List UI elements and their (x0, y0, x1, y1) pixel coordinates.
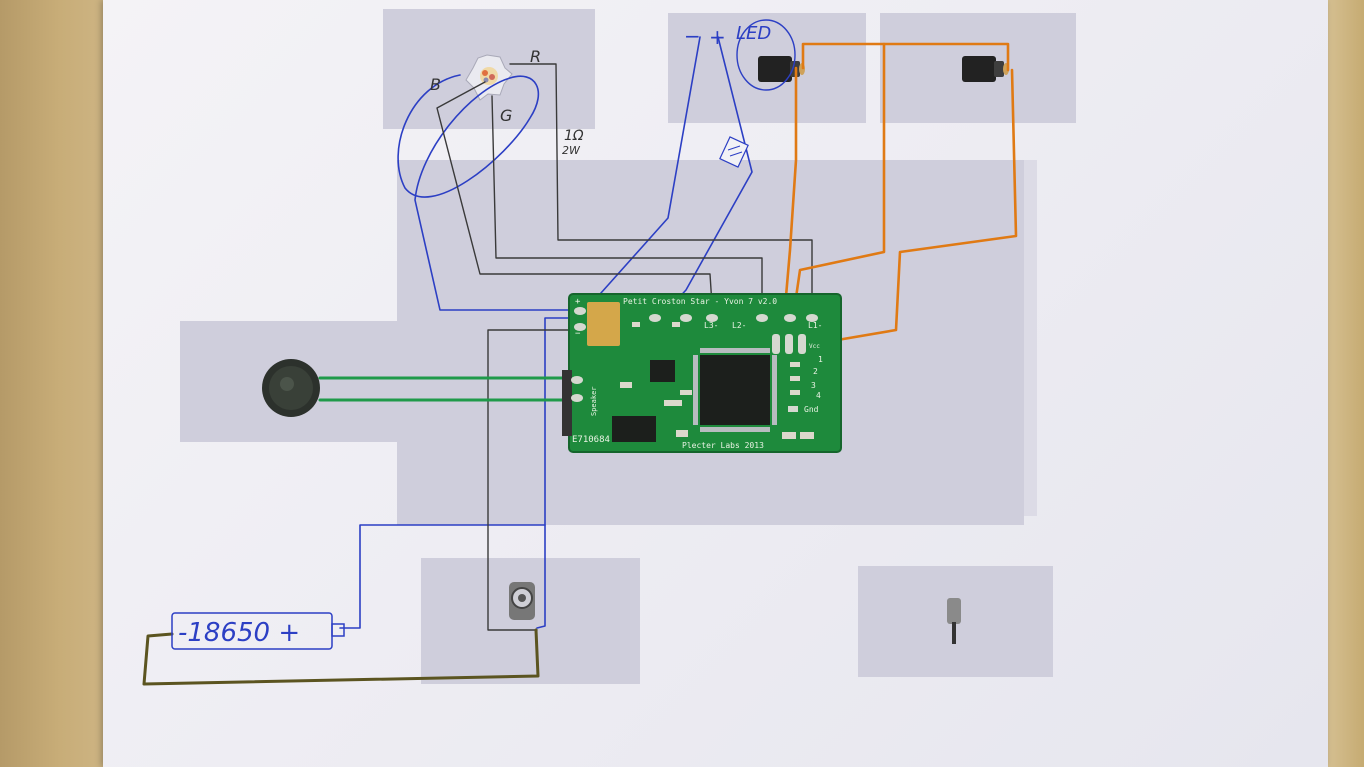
speaker (262, 359, 320, 417)
blue-wire-battery-plus (339, 524, 546, 629)
led-b-label: B (430, 75, 441, 94)
pcb-plus-label: + (575, 297, 581, 307)
small-chip (650, 360, 675, 382)
black-wire-b (436, 81, 713, 306)
resistor-sketch (719, 136, 749, 168)
led-circle-mark (736, 19, 796, 91)
olive-wire-battery-return (142, 628, 540, 686)
battery-18650: -18650 + (171, 612, 345, 650)
pcb-pin-1: 1 (818, 355, 823, 364)
pcb-title: Petit Croston Star - Yvon 7 v2.0 (623, 297, 777, 306)
board-background-photo-edge (1024, 160, 1037, 516)
minus-label: − (684, 24, 701, 48)
blue-wire-minus (583, 36, 701, 313)
pcb-gnd-label: Gnd (804, 405, 819, 414)
pcb-minus-label: − (575, 329, 581, 339)
pcb-l3-label: L3- (704, 321, 718, 330)
pcb-board: Petit Croston Star - Yvon 7 v2.0 + − (562, 293, 842, 453)
black-wire-r (509, 63, 813, 306)
black-wire-switch (487, 329, 579, 631)
led-label: LED (736, 23, 771, 44)
resistor-value-label: 1Ω (564, 128, 584, 144)
pcb-l2-label: L2- (732, 321, 746, 330)
blue-wire-loop (397, 74, 579, 311)
pcb-l1-label: L1- (808, 321, 822, 330)
switch-1 (509, 582, 535, 620)
pcb-pin-4: 4 (816, 391, 821, 400)
resistor-power-label: 2W (562, 144, 581, 157)
plus-label: + (709, 25, 726, 49)
microcontroller-chip (700, 355, 770, 425)
blue-wire-switch (536, 317, 579, 629)
pcb-maker-label: Plecter Labs 2013 (682, 441, 764, 450)
orange-wire-left-down (783, 66, 798, 310)
black-wire-g (491, 95, 763, 306)
battery-label: -18650 + (178, 618, 300, 648)
pcb-vcc-label: Vcc (809, 343, 820, 350)
pcb-pin-3: 3 (811, 381, 816, 390)
led-r-label: R (530, 47, 541, 66)
pcb-speaker-label: Speaker (590, 386, 598, 416)
pcb-serial: E710684 (572, 435, 610, 445)
switch-photo-1 (421, 558, 640, 684)
rgb-star-led (465, 54, 513, 101)
pcb-pin-2: 2 (813, 367, 818, 376)
led-g-label: G (500, 106, 512, 125)
switch-2 (947, 598, 961, 644)
orange-wire-top (801, 42, 1010, 72)
orange-wire-right (806, 68, 1018, 347)
tantalum-capacitor (587, 302, 620, 346)
amplifier-chip (612, 416, 656, 442)
led-holder-2 (962, 56, 1009, 82)
